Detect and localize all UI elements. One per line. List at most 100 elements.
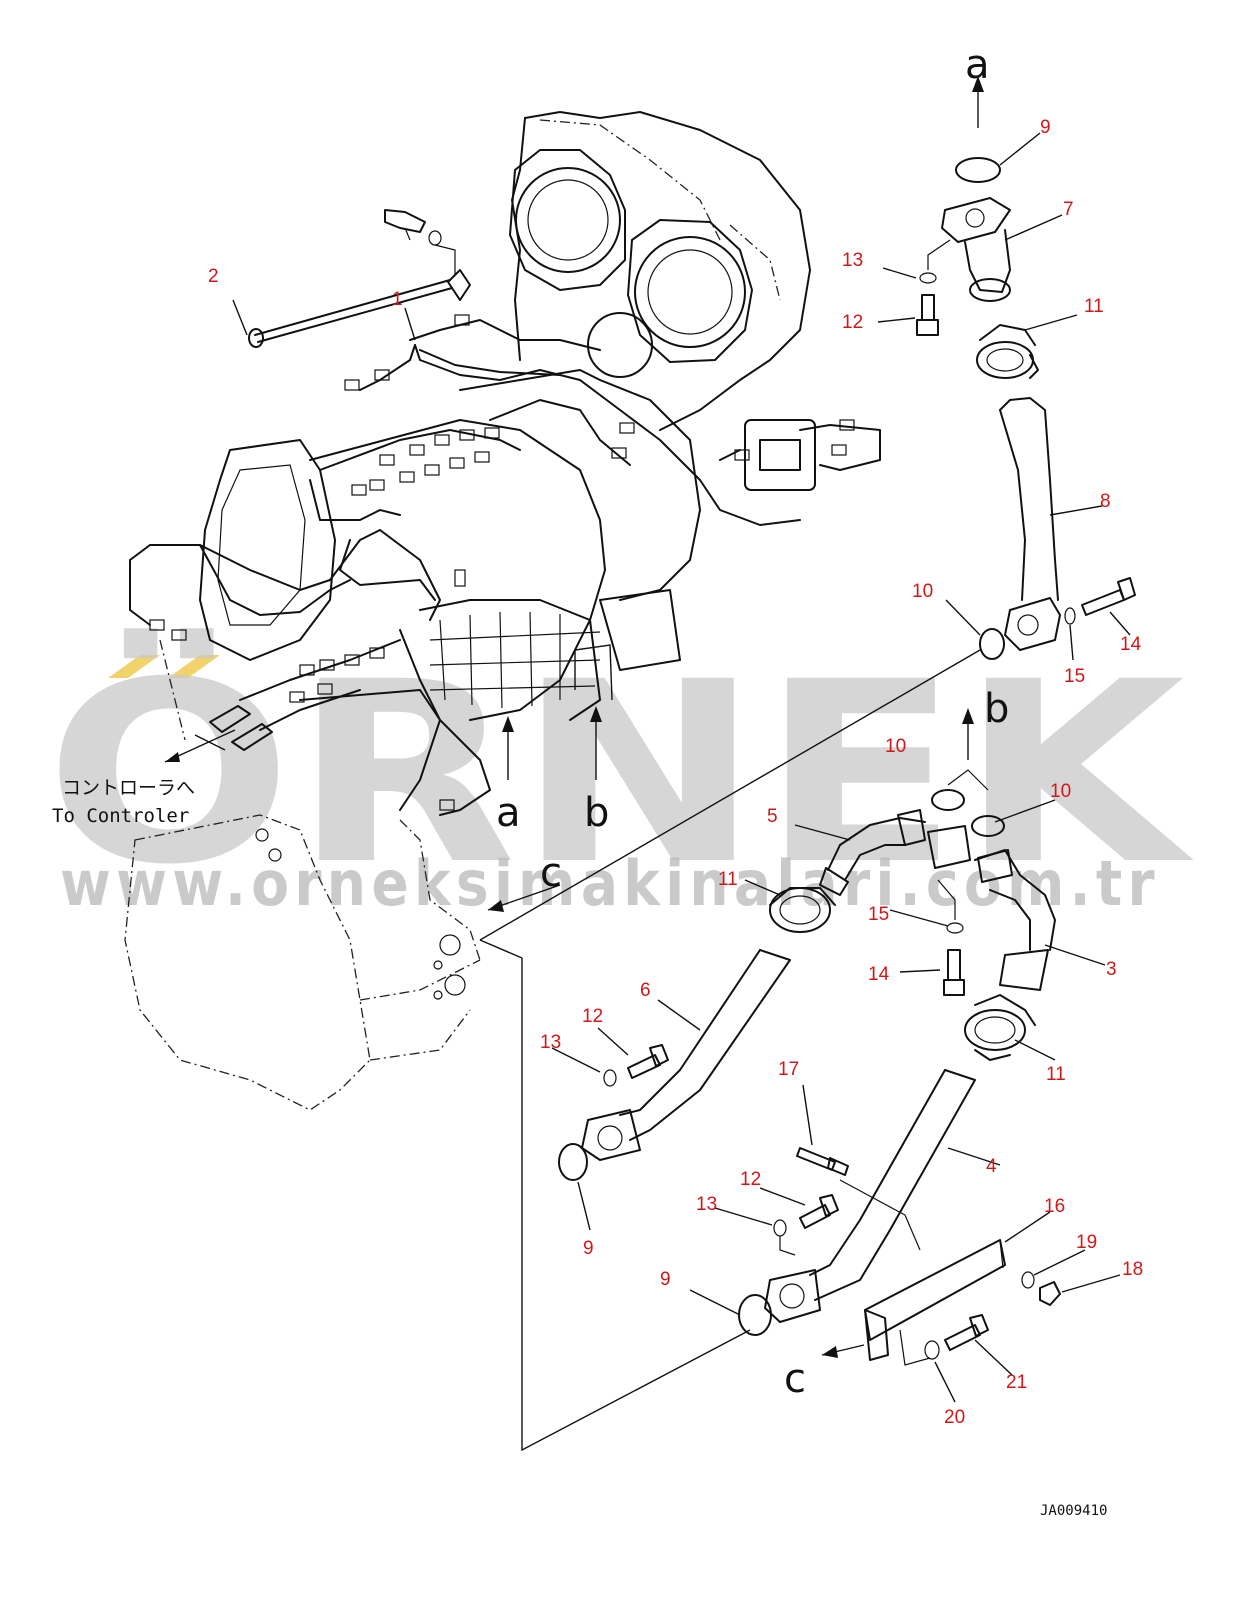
middle-assembly — [769, 708, 1056, 1061]
view-arrows-engine — [502, 644, 613, 780]
part-10-gasket-mid-right — [971, 815, 1005, 837]
part-9-gasket-top — [955, 157, 1001, 183]
part-7-flange — [941, 197, 1011, 243]
arrow-a-top-head — [972, 76, 984, 92]
callout-19: 19 — [1076, 1232, 1097, 1253]
part-16-plate — [864, 1239, 1006, 1341]
watermark: ÖRNEK www.orneksimakinalari.com.tr — [45, 628, 1195, 920]
part-10-gasket-right — [979, 628, 1005, 660]
part-14-bolt-right — [1081, 589, 1125, 616]
callout-15-mid: 15 — [868, 904, 889, 925]
annotation-japanese: コントローラへ — [62, 777, 195, 799]
callout-2: 2 — [208, 266, 219, 287]
part-2-tube — [248, 209, 471, 348]
part-13-washer-bottom — [773, 1219, 787, 1237]
callout-15-right: 15 — [1064, 666, 1085, 687]
callout-9-top: 9 — [1040, 117, 1051, 138]
part-11-clamp-right — [964, 1009, 1026, 1051]
part-13-washer-left — [603, 1069, 617, 1087]
controller-plug-1 — [209, 705, 251, 733]
callout-5: 5 — [767, 806, 778, 827]
arrow-b-bottom-head — [590, 706, 602, 722]
callout-11-top: 11 — [1084, 296, 1104, 317]
view-letter-a-top: a — [965, 42, 990, 88]
part-15-washer-right — [1064, 607, 1076, 625]
callout-12-bottom: 12 — [740, 1169, 761, 1190]
view-letter-c-bottom: c — [784, 1356, 806, 1402]
controller-arrow-head — [165, 752, 180, 762]
wiring-harness — [129, 314, 881, 816]
watermark-url: www.orneksimakinalari.com.tr — [60, 847, 1160, 920]
callout-6: 6 — [640, 980, 651, 1001]
part-11-coupling-top — [976, 341, 1034, 379]
connection-line-gasket — [479, 649, 981, 941]
view-letters: a a b b c c — [496, 42, 1009, 1402]
watermark-accent-right — [168, 655, 220, 678]
callout-20: 20 — [944, 1407, 965, 1428]
callout-7: 7 — [1063, 199, 1074, 220]
callout-17: 17 — [778, 1059, 799, 1080]
arrow-b-top-head — [962, 708, 974, 724]
callout-13-top: 13 — [842, 250, 863, 271]
callout-13-left: 13 — [540, 1032, 561, 1053]
callout-10-right: 10 — [912, 581, 933, 602]
watermark-brand: ÖRNEK — [45, 628, 1195, 919]
callout-21: 21 — [1006, 1372, 1027, 1393]
part-10-gasket-mid-left — [931, 789, 965, 811]
controller-plug-2 — [231, 723, 273, 751]
connection-line-c — [521, 958, 751, 1452]
callout-11-left: 11 — [718, 869, 738, 890]
transmission-housing — [124, 111, 816, 1111]
callout-12-left: 12 — [582, 1006, 603, 1027]
part-19-washer — [1021, 1271, 1035, 1289]
harness-connectors — [149, 314, 855, 811]
view-letter-c-top: c — [540, 850, 562, 896]
callout-11-right: 11 — [1046, 1064, 1066, 1085]
arrow-a-bottom-head — [502, 716, 514, 732]
part-9-gasket-left — [558, 1143, 588, 1181]
callout-10-mid-right: 10 — [1050, 781, 1071, 802]
watermark-accent-left — [108, 655, 160, 678]
arrow-c-top-head — [488, 900, 504, 912]
part-18-nut — [1039, 1281, 1061, 1306]
upper-right-assembly — [916, 76, 1136, 660]
annotation-english: To Controler — [52, 805, 189, 827]
part-6-tube — [629, 949, 791, 1141]
part-9-gasket-bottom — [738, 1294, 772, 1336]
callout-numbers: 2 1 9 7 13 12 11 8 10 14 15 10 10 5 11 1… — [208, 117, 1143, 1428]
callout-13-bottom: 13 — [696, 1194, 717, 1215]
part-20-washer — [924, 1340, 940, 1360]
part-2-washer — [428, 230, 442, 246]
arrow-c-bottom-head — [822, 1346, 838, 1358]
part-12-bolt-top — [921, 294, 935, 321]
callout-16: 16 — [1044, 1196, 1065, 1217]
controller-annotation: コントローラへ To Controler — [52, 777, 195, 827]
part-15-washer-mid — [946, 922, 964, 934]
part-21-bolt — [944, 1324, 981, 1351]
part-14-bolt-mid — [947, 949, 961, 981]
callout-12-top: 12 — [842, 312, 863, 333]
callout-14-mid: 14 — [868, 964, 890, 985]
part-8-tube — [999, 397, 1059, 601]
view-letter-b-bottom: b — [584, 790, 609, 836]
part-4-tube — [814, 1069, 976, 1301]
callout-14-right: 14 — [1120, 634, 1142, 655]
part-13-washer-top — [919, 272, 937, 284]
leader-lines — [232, 132, 1131, 1403]
part-2-bolt — [384, 209, 426, 233]
callout-18: 18 — [1122, 1259, 1143, 1280]
drawing-code: JA009410 — [1040, 1503, 1107, 1519]
callout-3: 3 — [1106, 959, 1117, 980]
view-letter-b-top: b — [984, 686, 1009, 732]
callout-9-left: 9 — [583, 1238, 594, 1259]
callout-1: 1 — [392, 289, 403, 310]
view-letter-a-bottom: a — [496, 790, 521, 836]
callout-9-bottom: 9 — [660, 1269, 671, 1290]
callout-10-mid-left: 10 — [885, 736, 906, 757]
callout-8: 8 — [1100, 491, 1111, 512]
part-5-elbow — [827, 817, 926, 871]
callout-4: 4 — [986, 1156, 997, 1177]
lower-assembly — [479, 649, 1061, 1452]
